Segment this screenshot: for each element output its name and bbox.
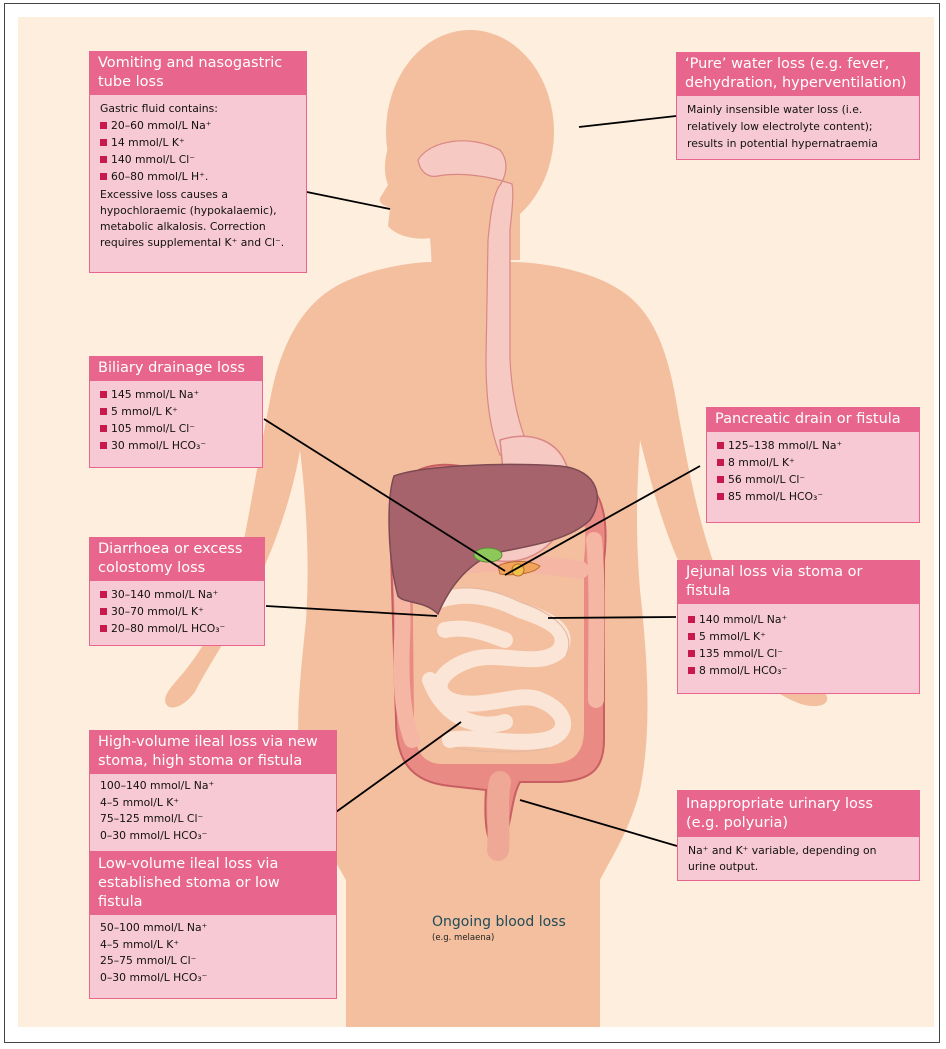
bullet-icon xyxy=(717,459,724,466)
diarrhoea-loss-box: Diarrhoea or excess colostomy loss 30–14… xyxy=(89,537,265,646)
pancreatic-loss-box: Pancreatic drain or fistula 125–138 mmol… xyxy=(706,407,920,523)
list-item: 140 mmol/L Cl⁻ xyxy=(100,151,298,168)
list-item: 14 mmol/L K⁺ xyxy=(100,134,298,151)
bullet-icon xyxy=(717,442,724,449)
list-item: 135 mmol/L Cl⁻ xyxy=(688,645,911,662)
bullet-icon xyxy=(688,633,695,640)
list-item: 105 mmol/L Cl⁻ xyxy=(100,420,254,437)
bullet-icon xyxy=(100,139,107,146)
vomiting-loss-box: Vomiting and nasogastric tube loss Gastr… xyxy=(89,51,307,273)
list-item: 0–30 mmol/L HCO₃⁻ xyxy=(100,828,328,845)
list-item: 4–5 mmol/L K⁺ xyxy=(100,937,328,954)
vomiting-note: Excessive loss causes a hypochloraemic (… xyxy=(100,187,298,251)
bullet-icon xyxy=(688,667,695,674)
ileal-loss-box: High-volume ileal loss via new stoma, hi… xyxy=(89,730,337,999)
list-item: 140 mmol/L Na⁺ xyxy=(688,611,911,628)
vomiting-loss-body: Gastric fluid contains: 20–60 mmol/L Na⁺… xyxy=(89,95,307,273)
list-item: 50–100 mmol/L Na⁺ xyxy=(100,920,328,937)
list-item: 5 mmol/L K⁺ xyxy=(100,403,254,420)
bullet-icon xyxy=(100,591,107,598)
list-item: 8 mmol/L HCO₃⁻ xyxy=(688,662,911,679)
list-item: 25–75 mmol/L Cl⁻ xyxy=(100,953,328,970)
list-item: 30–140 mmol/L Na⁺ xyxy=(100,586,256,603)
biliary-loss-box: Biliary drainage loss 145 mmol/L Na⁺ 5 m… xyxy=(89,356,263,468)
diarrhoea-loss-title: Diarrhoea or excess colostomy loss xyxy=(89,537,265,581)
bullet-icon xyxy=(100,122,107,129)
ileal-low-body: 50–100 mmol/L Na⁺ 4–5 mmol/L K⁺ 25–75 mm… xyxy=(89,915,337,999)
ileal-high-body: 100–140 mmol/L Na⁺ 4–5 mmol/L K⁺ 75–125 … xyxy=(89,774,337,852)
jejunal-loss-box: Jejunal loss via stoma or fistula 140 mm… xyxy=(677,560,920,694)
biliary-loss-title: Biliary drainage loss xyxy=(89,356,263,381)
ileal-high-title: High-volume ileal loss via new stoma, hi… xyxy=(89,730,337,774)
water-loss-note: Mainly insensible water loss (i.e. relat… xyxy=(676,96,920,160)
list-item: 20–60 mmol/L Na⁺ xyxy=(100,117,298,134)
jejunal-loss-body: 140 mmol/L Na⁺ 5 mmol/L K⁺ 135 mmol/L Cl… xyxy=(677,604,920,694)
urinary-loss-title: Inappropriate urinary loss (e.g. polyuri… xyxy=(677,790,920,837)
water-loss-box: ‘Pure’ water loss (e.g. fever, dehydrati… xyxy=(676,52,920,160)
list-item: 30 mmol/L HCO₃⁻ xyxy=(100,437,254,454)
bullet-icon xyxy=(100,391,107,398)
bullet-icon xyxy=(717,493,724,500)
list-item: 85 mmol/L HCO₃⁻ xyxy=(717,488,911,505)
list-item: 30–70 mmol/L K⁺ xyxy=(100,603,256,620)
pancreatic-loss-body: 125–138 mmol/L Na⁺ 8 mmol/L K⁺ 56 mmol/L… xyxy=(706,432,920,523)
bullet-icon xyxy=(100,173,107,180)
list-item: 56 mmol/L Cl⁻ xyxy=(717,471,911,488)
list-item: 4–5 mmol/L K⁺ xyxy=(100,795,328,812)
urinary-loss-note: Na⁺ and K⁺ variable, depending on urine … xyxy=(677,837,920,881)
list-item: 100–140 mmol/L Na⁺ xyxy=(100,778,328,795)
list-item: 5 mmol/L K⁺ xyxy=(688,628,911,645)
ileal-low-title: Low-volume ileal loss via established st… xyxy=(89,852,337,915)
list-item: 0–30 mmol/L HCO₃⁻ xyxy=(100,970,328,987)
bullet-icon xyxy=(717,476,724,483)
bullet-icon xyxy=(688,650,695,657)
urinary-loss-box: Inappropriate urinary loss (e.g. polyuri… xyxy=(677,790,920,881)
bullet-icon xyxy=(100,625,107,632)
bullet-icon xyxy=(100,442,107,449)
bullet-icon xyxy=(688,616,695,623)
water-loss-title: ‘Pure’ water loss (e.g. fever, dehydrati… xyxy=(676,52,920,96)
diarrhoea-loss-body: 30–140 mmol/L Na⁺ 30–70 mmol/L K⁺ 20–80 … xyxy=(89,581,265,646)
pancreatic-loss-title: Pancreatic drain or fistula xyxy=(706,407,920,432)
jejunal-loss-title: Jejunal loss via stoma or fistula xyxy=(677,560,920,604)
bullet-icon xyxy=(100,425,107,432)
biliary-loss-body: 145 mmol/L Na⁺ 5 mmol/L K⁺ 105 mmol/L Cl… xyxy=(89,381,263,468)
list-item: 125–138 mmol/L Na⁺ xyxy=(717,437,911,454)
list-item: 145 mmol/L Na⁺ xyxy=(100,386,254,403)
blood-loss-label: Ongoing blood loss xyxy=(432,914,566,930)
list-item: 8 mmol/L K⁺ xyxy=(717,454,911,471)
list-item: 20–80 mmol/L HCO₃⁻ xyxy=(100,620,256,637)
list-item: 60–80 mmol/L H⁺. xyxy=(100,168,298,185)
bullet-icon xyxy=(100,608,107,615)
list-item: 75–125 mmol/L Cl⁻ xyxy=(100,811,328,828)
bullet-icon xyxy=(100,408,107,415)
gastric-intro: Gastric fluid contains: xyxy=(100,100,298,117)
vomiting-loss-title: Vomiting and nasogastric tube loss xyxy=(89,51,307,95)
blood-loss-sublabel: (e.g. melaena) xyxy=(432,933,494,943)
bullet-icon xyxy=(100,156,107,163)
